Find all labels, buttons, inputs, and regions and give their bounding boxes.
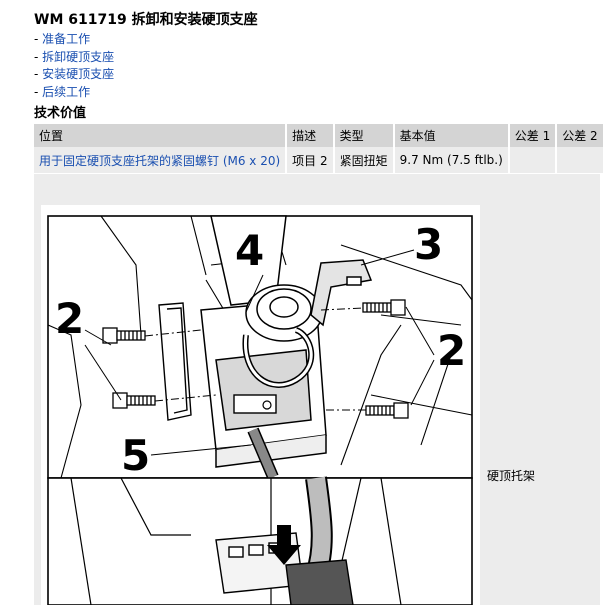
procedure-link-item: - 后续工作 xyxy=(34,84,114,102)
callout-3: 3 xyxy=(414,220,443,269)
section-title-technical-values: 技术价值 xyxy=(34,106,87,121)
link-install-bracket[interactable]: 安装硬顶支座 xyxy=(42,67,115,81)
link-prefix: - xyxy=(34,32,43,46)
header-tolerance-2: 公差 2 xyxy=(556,124,603,147)
header-base-value: 基本值 xyxy=(393,124,510,147)
procedure-link-item: - 拆卸硬顶支座 xyxy=(34,49,114,67)
link-prep-work[interactable]: 准备工作 xyxy=(42,32,91,46)
procedure-links: - 准备工作 - 拆卸硬顶支座 - 安装硬顶支座 - 后续工作 xyxy=(34,31,114,101)
cell-base-value: 9.7 Nm (7.5 ftlb.) xyxy=(393,147,510,173)
table-header-row: 位置 描述 类型 基本值 公差 1 公差 2 xyxy=(34,124,603,147)
figure-frame: 4 3 2 2 5 xyxy=(41,205,480,606)
link-prefix: - xyxy=(34,67,43,81)
callout-2-left: 2 xyxy=(55,294,84,343)
link-remove-bracket[interactable]: 拆卸硬顶支座 xyxy=(42,49,115,64)
figure-caption: 硬顶托架 xyxy=(487,469,536,483)
callout-2-right: 2 xyxy=(437,326,466,375)
cell-position-link[interactable]: 用于固定硬顶支座托架的紧固螺钉 (M6 x 20) xyxy=(34,147,288,173)
cell-type: 紧固扭矩 xyxy=(333,147,395,173)
spec-table: 位置 描述 类型 基本值 公差 1 公差 2 用于固定硬顶支座托架的紧固螺钉 (… xyxy=(34,124,603,173)
callout-4: 4 xyxy=(235,226,264,275)
header-tolerance-1: 公差 1 xyxy=(508,124,558,147)
header-description: 描述 xyxy=(286,124,335,147)
cell-tolerance-1 xyxy=(508,147,558,173)
page-title: WM 611719 拆卸和安装硬顶支座 xyxy=(34,12,258,28)
link-prefix: - xyxy=(34,84,43,99)
procedure-link-item: - 安装硬顶支座 xyxy=(34,66,114,84)
header-position: 位置 xyxy=(34,124,288,147)
header-type: 类型 xyxy=(333,124,395,147)
hardtop-bracket-illustration: 4 3 2 2 5 xyxy=(47,215,473,606)
link-prefix: - xyxy=(34,49,43,64)
cell-tolerance-2 xyxy=(556,147,603,173)
link-follow-up-work[interactable]: 后续工作 xyxy=(42,84,91,99)
callout-5: 5 xyxy=(121,431,150,480)
cell-description: 项目 2 xyxy=(286,147,335,173)
arrow-down-icon xyxy=(267,525,301,565)
bolt-group xyxy=(102,299,409,419)
table-row: 用于固定硬顶支座托架的紧固螺钉 (M6 x 20) 项目 2 紧固扭矩 9.7 … xyxy=(34,147,603,173)
procedure-link-item: - 准备工作 xyxy=(34,31,114,49)
